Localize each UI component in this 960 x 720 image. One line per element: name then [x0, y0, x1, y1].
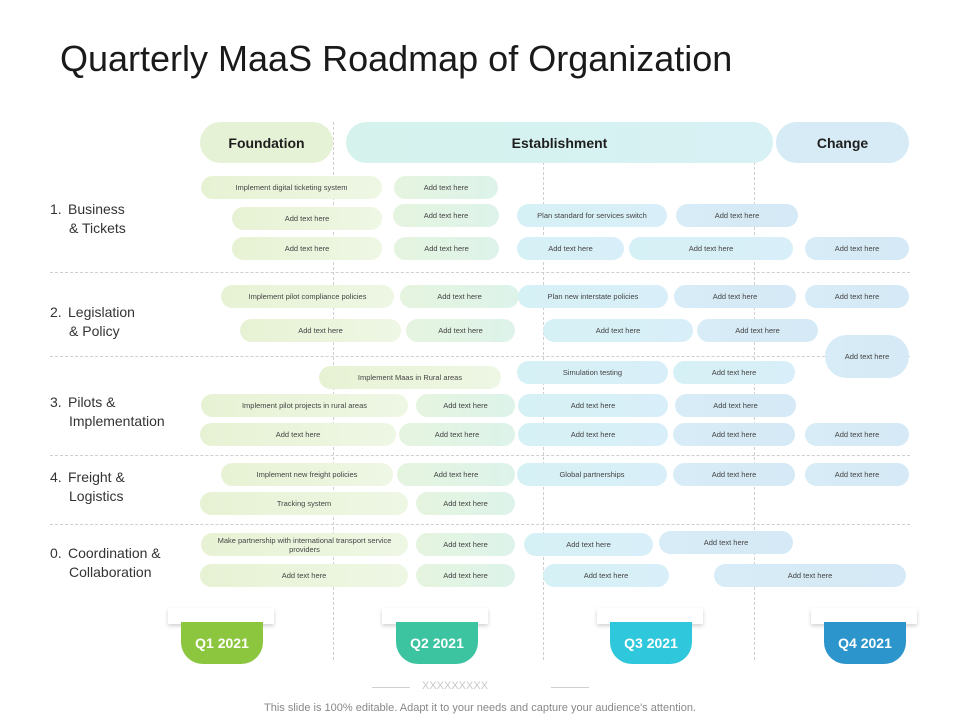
task-pill: Implement digital ticketing system [201, 176, 382, 199]
task-pill: Implement pilot compliance policies [221, 285, 394, 308]
task-pill: Add text here [629, 237, 793, 260]
phase-establishment: Establishment [346, 122, 773, 163]
task-pill: Add text here [406, 319, 515, 342]
row-title-line1: Business [68, 201, 125, 217]
row-label-legislation-policy: 2. Legislation & Policy [50, 303, 135, 341]
task-pill: Add text here [240, 319, 401, 342]
task-pill: Make partnership with international tran… [201, 533, 408, 556]
row-title-line2: Logistics [69, 488, 124, 504]
phase-foundation: Foundation [200, 122, 333, 163]
phase-change: Change [776, 122, 909, 163]
footer-note: This slide is 100% editable. Adapt it to… [264, 702, 696, 714]
task-pill: Add text here [543, 319, 693, 342]
task-pill: Add text here [232, 237, 382, 260]
task-pill: Implement new freight policies [221, 463, 393, 486]
task-pill: Add text here [805, 285, 909, 308]
task-pill: Add text here [399, 423, 515, 446]
row-title-line1: Pilots & [68, 394, 116, 410]
row-divider [50, 356, 910, 357]
row-number: 3. [50, 394, 62, 410]
task-pill: Add text here [675, 394, 796, 417]
task-pill: Add text here [673, 361, 795, 384]
row-title-line1: Coordination & [68, 545, 161, 561]
row-number: 1. [50, 201, 62, 217]
task-pill: Plan standard for services switch [517, 204, 667, 227]
task-pill: Add text here [517, 237, 624, 260]
task-pill: Add text here [518, 394, 668, 417]
task-pill: Global partnerships [517, 463, 667, 486]
task-pill: Add text here [393, 204, 499, 227]
task-pill: Add text here [416, 564, 515, 587]
divider-q1-q2 [333, 122, 334, 660]
footer-rule-left [372, 687, 410, 688]
row-number: 0. [50, 545, 62, 561]
task-pill: Simulation testing [517, 361, 668, 384]
task-pill: Add text here [232, 207, 382, 230]
row-number: 2. [50, 304, 62, 320]
task-pill: Add text here [673, 423, 795, 446]
task-pill: Add text here [524, 533, 653, 556]
task-pill: Plan new interstate policies [518, 285, 668, 308]
task-pill: Add text here [805, 237, 909, 260]
divider-q3-q4 [754, 122, 755, 660]
task-pill: Add text here [674, 285, 796, 308]
row-title-line2: Collaboration [69, 564, 152, 580]
row-label-pilots-implementation: 3. Pilots & Implementation [50, 393, 165, 431]
footer-decoration: XXXXXXXXX [422, 680, 489, 692]
row-divider [50, 272, 910, 273]
task-pill: Add text here [714, 564, 906, 587]
task-pill: Add text here [659, 531, 793, 554]
task-pill: Add text here [805, 423, 909, 446]
task-pill: Add text here [200, 564, 408, 587]
quarter-card [168, 608, 274, 624]
quarter-badge-q3: Q3 2021 [610, 622, 692, 664]
task-pill: Add text here [416, 394, 515, 417]
task-pill: Add text here [676, 204, 798, 227]
row-label-business-tickets: 1. Business & Tickets [50, 200, 126, 238]
quarter-badge-q2: Q2 2021 [396, 622, 478, 664]
quarter-card [811, 608, 917, 624]
footer-rule-right [551, 687, 589, 688]
task-pill: Add text here [697, 319, 818, 342]
row-title-line1: Freight & [68, 469, 125, 485]
row-label-coordination-collaboration: 0. Coordination & Collaboration [50, 544, 161, 582]
task-pill: Add text here [543, 564, 669, 587]
quarter-card [382, 608, 488, 624]
task-pill: Add text here [394, 176, 498, 199]
task-pill: Add text here [200, 423, 396, 446]
task-pill: Add text here [416, 492, 515, 515]
task-pill: Add text here [518, 423, 668, 446]
task-pill: Add text here [397, 463, 515, 486]
page-title: Quarterly MaaS Roadmap of Organization [60, 38, 733, 79]
task-pill: Implement Maas in Rural areas [319, 366, 501, 389]
row-title-line1: Legislation [68, 304, 135, 320]
task-pill: Add text here [400, 285, 519, 308]
row-divider [50, 455, 910, 456]
row-title-line2: & Tickets [69, 220, 126, 236]
quarter-badge-q4: Q4 2021 [824, 622, 906, 664]
task-pill: Add text here [805, 463, 909, 486]
row-divider [50, 524, 910, 525]
task-pill: Add text here [394, 237, 499, 260]
row-number: 4. [50, 469, 62, 485]
task-pill: Add text here [825, 335, 909, 378]
row-label-freight-logistics: 4. Freight & Logistics [50, 468, 125, 506]
row-title-line2: Implementation [69, 413, 165, 429]
task-pill: Add text here [416, 533, 515, 556]
task-pill: Add text here [673, 463, 795, 486]
quarter-badge-q1: Q1 2021 [181, 622, 263, 664]
task-pill: Tracking system [200, 492, 408, 515]
row-title-line2: & Policy [69, 323, 120, 339]
quarter-card [597, 608, 703, 624]
divider-q2-q3 [543, 122, 544, 660]
task-pill: Implement pilot projects in rural areas [201, 394, 408, 417]
